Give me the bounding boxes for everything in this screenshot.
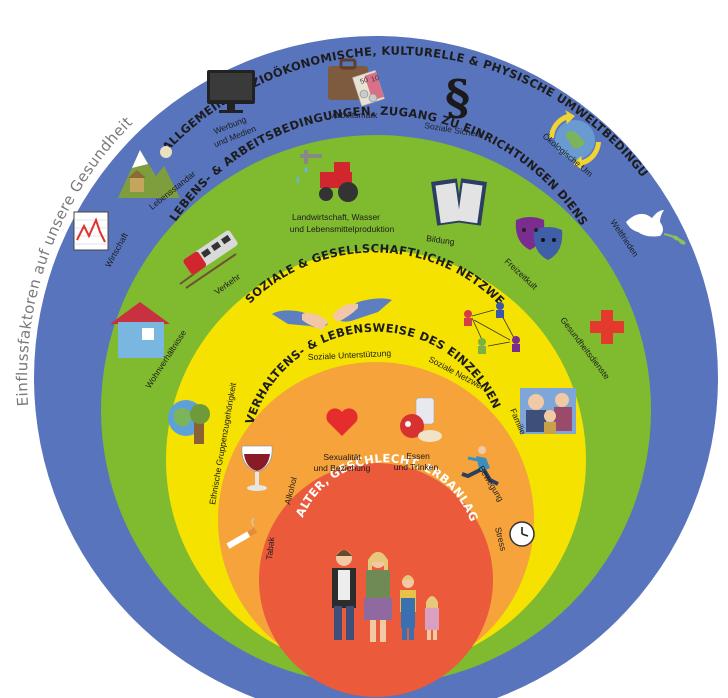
family-photo-icon xyxy=(520,388,576,434)
sexualitaet-label-1: Sexualität xyxy=(323,452,361,462)
theater-masks-icon xyxy=(515,217,563,260)
essen-label-1: Essen xyxy=(406,451,430,461)
recycling-earth-icon xyxy=(549,110,601,170)
family-figures-icon xyxy=(332,550,439,642)
briefcase-money-icon: 50 10 xyxy=(328,58,385,107)
network-people-icon xyxy=(464,302,520,354)
handshake-icon xyxy=(272,298,392,330)
svg-text:§: § xyxy=(445,70,470,126)
chart-icon xyxy=(73,211,109,251)
sexualitaet-label-2: und Beziehung xyxy=(314,463,371,473)
cigarette-icon xyxy=(226,517,258,549)
globe-tree-icon xyxy=(168,400,210,444)
monitor-icon xyxy=(207,70,255,113)
essen-label-2: und Trinken xyxy=(394,462,439,472)
heart-icon xyxy=(326,408,358,436)
book-icon xyxy=(431,178,487,226)
house-icon xyxy=(110,302,170,358)
train-icon xyxy=(179,230,238,289)
tractor-water-icon xyxy=(296,150,358,202)
food-icon xyxy=(400,397,442,442)
bildung-label: Bildung xyxy=(426,233,456,247)
clock-icon xyxy=(509,521,535,547)
landwirtschaft-label-2: und Lebensmittelproduktion xyxy=(290,224,395,234)
mountain-house-icon xyxy=(118,146,180,198)
dove-icon xyxy=(626,210,686,245)
svg-text:10: 10 xyxy=(370,75,380,84)
running-man-icon xyxy=(461,446,499,486)
red-cross-icon xyxy=(590,310,624,344)
landwirtschaft-label-1: Landwirtschaft, Wasser xyxy=(292,212,380,222)
svg-text:50: 50 xyxy=(359,77,369,86)
soziale-unterstuetzung-label: Soziale Unterstützung xyxy=(308,348,392,362)
tabak-label: Tabak xyxy=(264,536,276,560)
paragraph-icon: § xyxy=(445,70,470,126)
wine-glass-icon xyxy=(241,445,273,491)
